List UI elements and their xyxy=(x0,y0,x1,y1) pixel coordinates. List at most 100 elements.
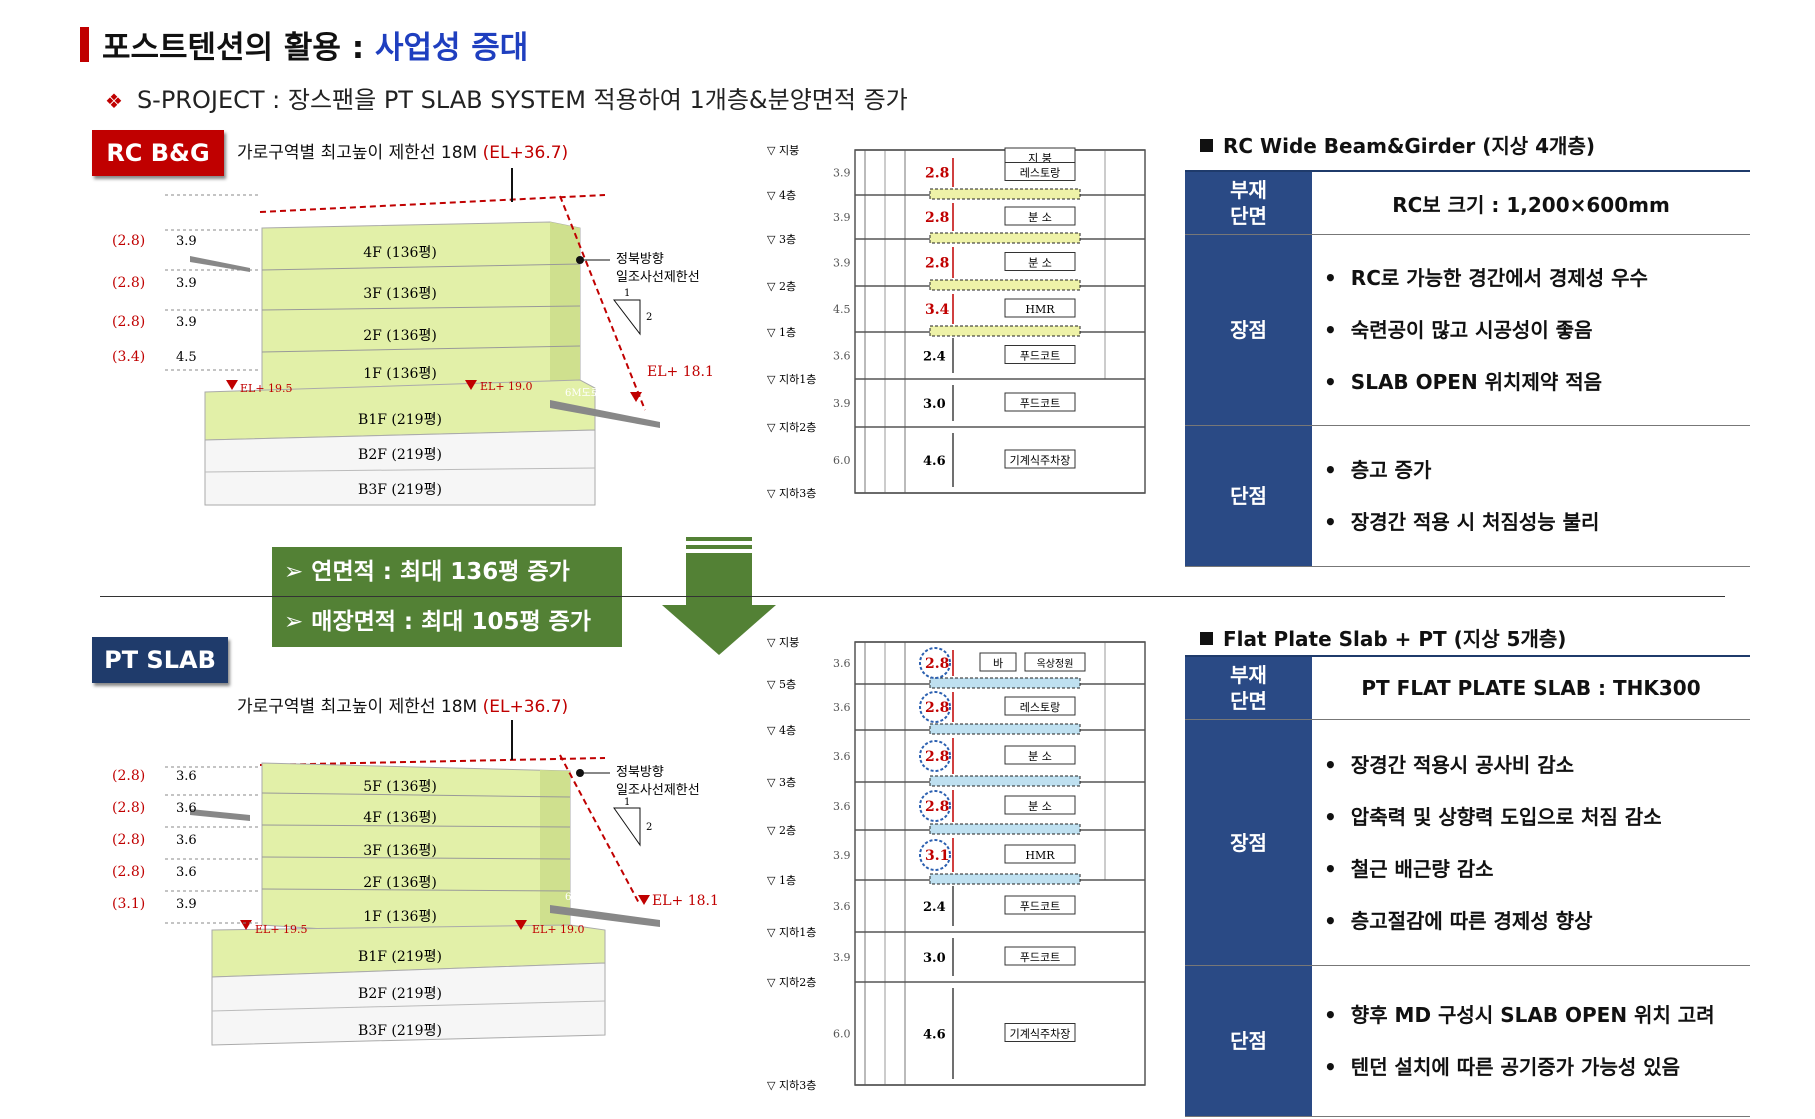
room-label: 분 소 xyxy=(1028,800,1052,813)
clear-height: 2.8 xyxy=(925,799,949,815)
clear-height: 2.8 xyxy=(925,700,949,716)
level-label: ▽ 지하2층 xyxy=(767,975,816,989)
row-header: 부재 단면 xyxy=(1185,657,1312,719)
pt-floor-label: 5F (136평) xyxy=(363,779,437,795)
rc-table-heading: RC Wide Beam&Girder (지상 4개층) xyxy=(1200,130,1595,159)
pt-floor-label: 2F (136평) xyxy=(363,875,437,891)
pt-clear-dim: (2.8) xyxy=(112,832,145,848)
pros-list: RC로 가능한 경간에서 경제성 우수숙련공이 많고 시공성이 좋음SLAB O… xyxy=(1324,235,1750,425)
pt-floor-height: 3.9 xyxy=(176,897,197,912)
pt-el-left: EL+ 19.5 xyxy=(255,923,308,936)
story-height: 3.9 xyxy=(833,211,851,224)
story-height: 6.0 xyxy=(833,454,851,467)
rc-clear-dim: (2.8) xyxy=(112,233,145,249)
pt-clear-dim: (2.8) xyxy=(112,800,145,816)
rc-floor-label: 2F (136평) xyxy=(363,328,437,344)
level-label: ▽ 4층 xyxy=(767,189,796,202)
room-label: 푸드코트 xyxy=(1020,900,1060,913)
clear-height: 4.6 xyxy=(923,1028,946,1043)
rc-clear-dim: (3.4) xyxy=(112,349,145,365)
rc-el-mid: EL+ 19.0 xyxy=(480,380,533,393)
table-row: 부재 단면 PT FLAT PLATE SLAB : THK300 xyxy=(1185,657,1750,720)
room-label: 기계식주차장 xyxy=(1010,454,1071,467)
rc-ratio-side: 2 xyxy=(646,312,652,323)
row-header: 단점 xyxy=(1185,966,1312,1116)
clear-height: 3.1 xyxy=(925,848,949,864)
rc-clear-dim: (2.8) xyxy=(112,275,145,291)
pt-table-heading: Flat Plate Slab + PT (지상 5개층) xyxy=(1200,623,1566,652)
cons-list: 층고 증가장경간 적용 시 처짐성능 불리 xyxy=(1324,426,1750,566)
room-label: 지 붕 xyxy=(1028,152,1052,165)
row-header: 부재 단면 xyxy=(1185,172,1312,234)
room-label: 푸드코트 xyxy=(1020,951,1060,964)
pt-clear-dim: (2.8) xyxy=(112,864,145,880)
pros-item: 장경간 적용시 공사비 감소 xyxy=(1324,739,1750,791)
summary-box: ➢ 연면적 : 최대 136평 증가 ➢ 매장면적 : 최대 105평 증가 xyxy=(272,547,622,647)
level-label: ▽ 1층 xyxy=(767,326,796,339)
pt-floor-label: 3F (136평) xyxy=(363,843,437,859)
room-label: HMR xyxy=(1025,303,1055,316)
square-bullet-icon xyxy=(1200,632,1213,645)
member-value: PT FLAT PLATE SLAB : THK300 xyxy=(1361,676,1701,700)
clear-height: 3.4 xyxy=(925,302,950,318)
rc-sunlight-label: 일조사선제한선 xyxy=(616,270,700,285)
pros-item: 숙련공이 많고 시공성이 좋음 xyxy=(1324,304,1750,356)
room-label: 기계식주차장 xyxy=(1010,1028,1071,1041)
table-row: 단점 향후 MD 구성시 SLAB OPEN 위치 고려텐던 설치에 따른 공기… xyxy=(1185,966,1750,1117)
pt-floor-label: B1F (219평) xyxy=(358,949,442,965)
cons-list: 향후 MD 구성시 SLAB OPEN 위치 고려텐던 설치에 따른 공기증가 … xyxy=(1324,966,1750,1116)
clear-height: 2.8 xyxy=(925,210,949,226)
pt-floor-label: B2F (219평) xyxy=(358,986,442,1002)
pt-clear-dim: (2.8) xyxy=(112,768,145,784)
pt-floor-label: 1F (136평) xyxy=(363,909,437,925)
clear-height: 3.0 xyxy=(923,951,946,966)
rc-height-limit: 가로구역별 최고높이 제한선 18M (EL+36.7) xyxy=(237,143,569,163)
clear-height: 2.8 xyxy=(925,256,949,272)
level-label: ▽ 4층 xyxy=(767,724,796,737)
story-height: 3.6 xyxy=(833,701,851,714)
story-height: 3.9 xyxy=(833,849,851,862)
rc-el-left: EL+ 19.5 xyxy=(240,382,293,395)
story-height: 4.5 xyxy=(833,303,851,316)
rc-floor-height: 3.9 xyxy=(176,234,197,249)
cons-item: 층고 증가 xyxy=(1324,444,1750,496)
row-header: 단점 xyxy=(1185,426,1312,566)
room-label: 푸드코트 xyxy=(1020,397,1060,410)
level-label: ▽ 지붕 xyxy=(767,144,799,157)
level-label: ▽ 지하3층 xyxy=(767,1078,816,1092)
pt-height-limit: 가로구역별 최고높이 제한선 18M (EL+36.7) xyxy=(237,697,569,717)
pt-floor-label: B3F (219평) xyxy=(358,1023,442,1039)
pt-road-label: 6M도로 xyxy=(565,892,600,903)
pt-floor-height: 3.6 xyxy=(176,865,197,880)
rc-floor-height: 3.9 xyxy=(176,276,197,291)
clear-height: 2.8 xyxy=(925,656,949,672)
pt-massing-diagram: 5F (136평) 4F (136평) 3F (136평) 2F (136평) … xyxy=(112,720,719,1046)
story-height: 3.9 xyxy=(833,951,851,964)
room-label: 푸드코트 xyxy=(1020,350,1060,363)
story-height: 3.6 xyxy=(833,900,851,913)
pros-item: SLAB OPEN 위치제약 적음 xyxy=(1324,356,1750,408)
rc-floor-label: 3F (136평) xyxy=(363,286,437,302)
pt-floor-height: 3.6 xyxy=(176,833,197,848)
rc-floor-label: B1F (219평) xyxy=(358,412,442,428)
cons-item: 텐던 설치에 따른 공기증가 가능성 있음 xyxy=(1324,1041,1750,1093)
cons-item: 장경간 적용 시 처짐성능 불리 xyxy=(1324,496,1750,548)
pros-item: 층고절감에 따른 경제성 향상 xyxy=(1324,895,1750,947)
clear-height: 2.4 xyxy=(923,350,946,365)
pt-floor-height: 3.6 xyxy=(176,801,197,816)
table-row: 단점 층고 증가장경간 적용 시 처짐성능 불리 xyxy=(1185,426,1750,567)
level-label: ▽ 2층 xyxy=(767,280,796,293)
clear-height: 3.0 xyxy=(923,397,946,412)
member-value: RC보 크기 : 1,200×600mm xyxy=(1392,192,1670,217)
rc-floor-label: B2F (219평) xyxy=(358,447,442,463)
level-label: ▽ 3층 xyxy=(767,776,796,789)
rc-road-label: 6M도로 xyxy=(565,388,600,399)
story-height: 6.0 xyxy=(833,1028,851,1041)
pros-item: 철근 배근량 감소 xyxy=(1324,843,1750,895)
page-subtitle: ❖S-PROJECT : 장스팬을 PT SLAB SYSTEM 적용하여 1개… xyxy=(105,86,908,114)
story-height: 3.6 xyxy=(833,750,851,763)
summary-line: ➢ 연면적 : 최대 136평 증가 xyxy=(284,559,570,585)
square-bullet-icon xyxy=(1200,139,1213,152)
room-label: 옥상정원 xyxy=(1037,658,1074,670)
cons-item: 향후 MD 구성시 SLAB OPEN 위치 고려 xyxy=(1324,989,1750,1041)
